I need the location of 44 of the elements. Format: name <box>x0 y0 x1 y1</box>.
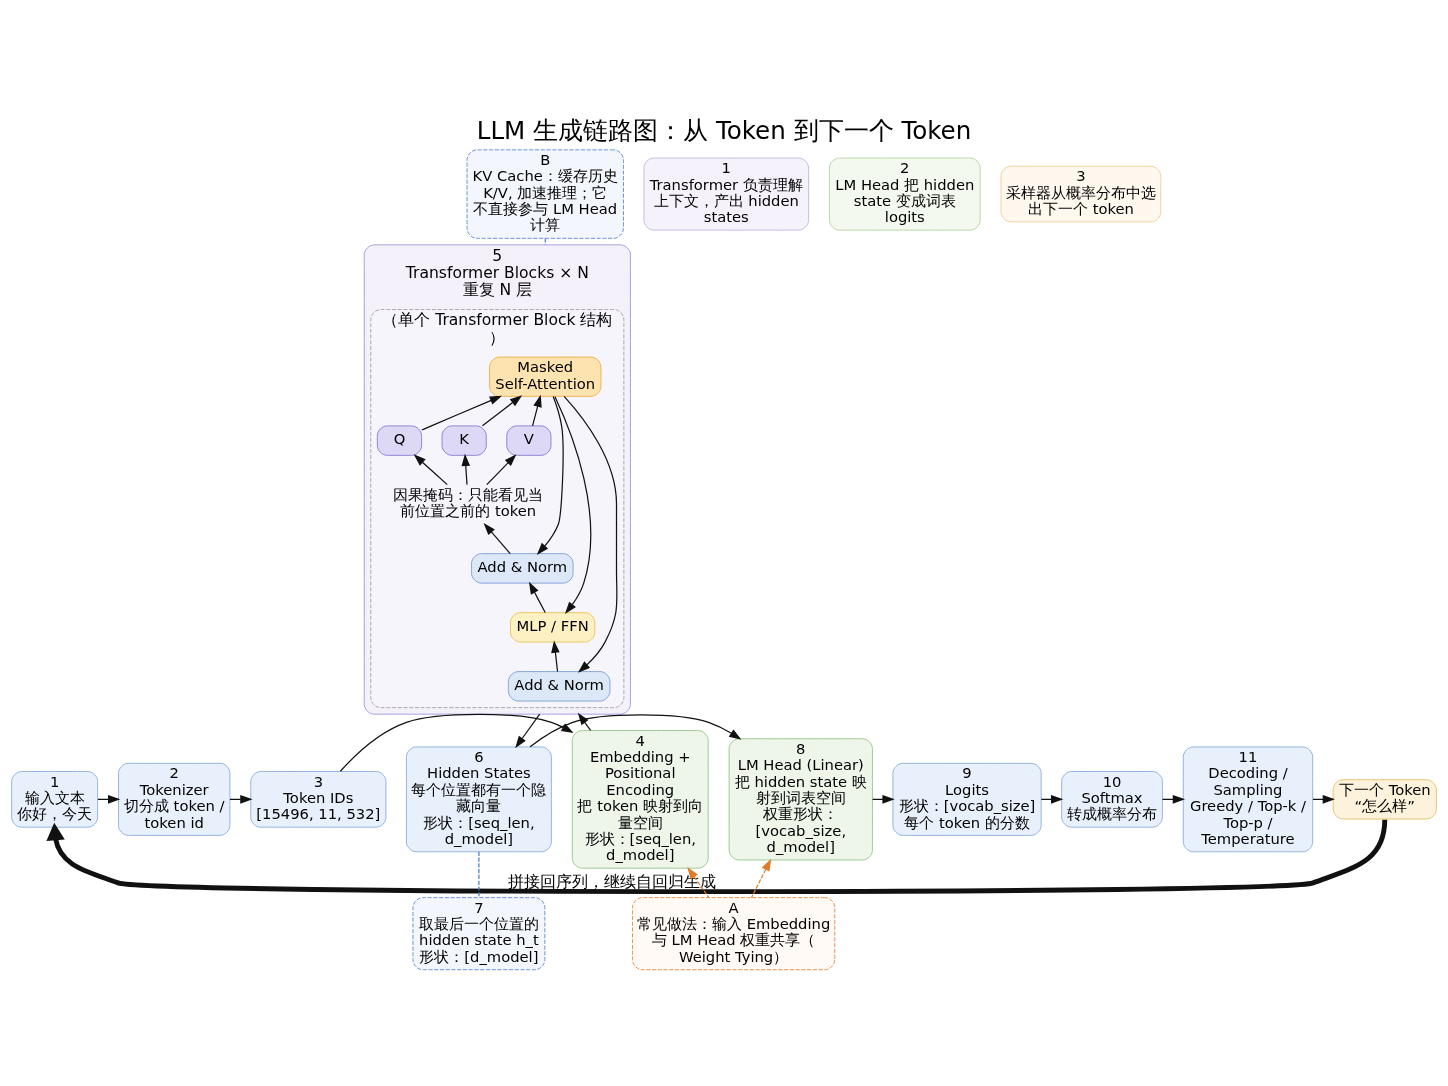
arrow <box>339 713 574 772</box>
arrow <box>486 454 517 486</box>
node-box: K <box>441 425 487 456</box>
node-box: 3 采样器从概率分布中选出下一个 token <box>1000 165 1162 223</box>
arrow <box>421 395 503 431</box>
node-box: B KV Cache：缓存历史 K/V, 加速推理；它不直接参与 LM Head 计算 <box>466 149 624 239</box>
connector <box>478 851 480 899</box>
node-box: V <box>506 425 552 456</box>
arrow <box>563 395 618 673</box>
node-box: A 常见做法：输入 Embedding 与 LM Head 权重共享（Weight Tying） <box>632 897 836 971</box>
node-box: 4 Embedding + Positional Encoding 把 token 映射到向量空间 形状：[seq_len, d_model] <box>571 730 709 869</box>
node-box: 1 Transformer 负责理解上下文，产出 hidden states <box>643 157 809 231</box>
node-text: 因果掩码：只能看见当前位置之前的 token <box>393 485 544 520</box>
node-box: Add & Norm <box>507 671 611 702</box>
arrow <box>528 581 546 614</box>
arrow <box>461 453 471 486</box>
arrow <box>481 395 523 427</box>
node-box: 9 Logits 形状：[vocab_size] 每个 token 的分数 <box>892 762 1042 836</box>
arrow <box>483 522 511 555</box>
node-box: Q <box>376 425 422 456</box>
node-box: MLP / FFN <box>510 612 596 643</box>
node-box: 2 LM Head 把 hidden state 变成词表 logits <box>829 157 981 231</box>
node-box: 11 Decoding / Sampling Greedy / Top-k / Top-p / Temperature <box>1182 746 1314 853</box>
node-box: 1 输入文本 你好，今天 <box>11 771 99 828</box>
node-box: 7 取最后一个位置的 hidden state h_t 形状：[d_model] <box>412 897 546 971</box>
node-box: Add & Norm <box>471 553 574 584</box>
connector <box>544 237 546 246</box>
arrow <box>515 713 541 749</box>
arrow <box>551 640 560 673</box>
node-box: 6 Hidden States 每个位置都有一个隐藏向量 形状：[seq_len, d_model] <box>406 746 552 853</box>
node-box: 3 Token IDs [15496, 11, 532] <box>250 771 387 828</box>
node-box: 2 Tokenizer 切分成 token / token id <box>118 762 231 836</box>
arrow <box>413 454 448 486</box>
diagram-title: LLM 生成链路图：从 Token 到下一个 Token <box>476 116 972 146</box>
node-box: 10 Softmax 转成概率分布 <box>1061 771 1163 828</box>
node-box: 8 LM Head (Linear) 把 hidden state 映射到词表空间 权重形状：[vocab_size, d_model] <box>728 738 873 861</box>
arrow <box>750 858 772 899</box>
arrow <box>46 819 1388 895</box>
node-box: 下一个 Token “怎么样” <box>1332 779 1437 820</box>
node-box: Masked Self-Attention <box>489 356 602 397</box>
arrow <box>554 396 592 614</box>
arrow <box>531 394 542 427</box>
arrow <box>687 866 710 899</box>
arrow <box>536 395 564 555</box>
